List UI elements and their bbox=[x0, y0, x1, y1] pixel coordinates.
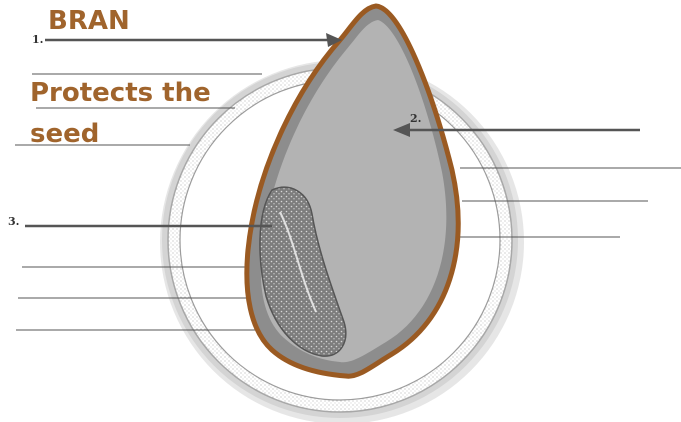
kernel bbox=[247, 6, 458, 376]
bran-label: BRAN bbox=[48, 8, 130, 34]
marker-2: 2. bbox=[410, 112, 421, 125]
function-label-line2: seed bbox=[30, 121, 99, 147]
marker-1: 1. bbox=[32, 33, 43, 46]
function-label-line1: Protects the bbox=[30, 80, 211, 106]
marker-3: 3. bbox=[8, 215, 19, 228]
